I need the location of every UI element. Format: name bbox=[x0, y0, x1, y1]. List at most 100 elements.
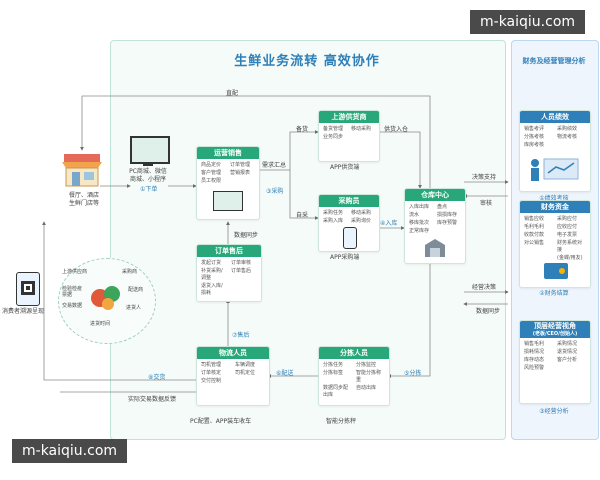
item: 分拣考核 bbox=[524, 134, 545, 140]
item: 采购情况 bbox=[557, 341, 578, 347]
pc-label-line: PC商城、微信 bbox=[129, 168, 167, 175]
pc-label: PC商城、微信 商城、小程序 bbox=[118, 168, 178, 184]
item: 财务系统对接 bbox=[557, 240, 583, 253]
item: 正常库存 bbox=[409, 228, 430, 234]
delivery-step: ⑥配送 bbox=[276, 370, 294, 377]
item: 营销报表 bbox=[230, 170, 251, 176]
item: 采购任务 bbox=[323, 210, 344, 216]
order-step: ①下单 bbox=[140, 186, 158, 193]
footer-management: ③经营分析 bbox=[539, 408, 569, 415]
item: 移动采购 bbox=[351, 126, 372, 132]
footer-performance: ①绩效考核 bbox=[539, 195, 569, 202]
item: 库存动态 bbox=[524, 357, 545, 363]
deal-step: ⑧交货 bbox=[148, 374, 166, 381]
pc-label-line: 商城、小程序 bbox=[129, 176, 166, 183]
item: 订单审核 bbox=[231, 260, 252, 266]
supplier-caption: APP供货端 bbox=[330, 164, 360, 171]
feedback-label: 实际交易数据反馈 bbox=[128, 396, 177, 403]
item: 员工权限 bbox=[201, 178, 222, 184]
demand-label: 需求汇总 bbox=[262, 162, 287, 169]
item: 库存预警 bbox=[437, 220, 458, 226]
footer-finance: ②财务结算 bbox=[539, 290, 569, 297]
card-items: 商品定价 订单管理 客户管理 营销报表 员工权限 bbox=[197, 159, 259, 188]
sort-step: ⑤分拣 bbox=[404, 370, 422, 377]
item: 采购应付 bbox=[557, 216, 578, 222]
circle-left: 检验检疫 票据 bbox=[62, 286, 82, 298]
item: 自动出库 bbox=[356, 385, 377, 391]
card-sorter: 分拣人员 分拣任务 分拣监控 分拣标签 智能分拣称重 数据同步配出库 自动出库 bbox=[318, 346, 390, 406]
item: 退货情况 bbox=[557, 349, 578, 355]
monitor-stand bbox=[143, 162, 153, 166]
circle-right2: 配送商 bbox=[128, 287, 144, 293]
item: 客户分析 bbox=[557, 357, 578, 363]
circle-left2: 交易数据 bbox=[62, 303, 83, 309]
card-title: 分拣人员 bbox=[319, 347, 389, 359]
watermark-bottom: m-kaiqiu.com bbox=[12, 439, 128, 463]
item: 入库出库 bbox=[409, 204, 430, 210]
item: 收款付款 bbox=[524, 232, 545, 238]
item: 采购绩效 bbox=[557, 126, 578, 132]
person-chart-icon bbox=[531, 158, 579, 181]
card-items: 销售应收 采购应付 毛利毛利 应收应付 收款付款 电子发票 对公销售 财务系统对… bbox=[520, 213, 590, 265]
item: 分拣监控 bbox=[356, 362, 377, 368]
item: 销售毛利 bbox=[524, 341, 545, 347]
card-management: 顶层经营视角 (老板/CEO/创始人) 销售毛利 采购情况 损耗情况 退货情况 … bbox=[519, 320, 591, 404]
item: 销售考评 bbox=[524, 126, 545, 132]
item: 商品定价 bbox=[201, 162, 222, 168]
pc-app-label: PC配置、APP装车收车 bbox=[190, 418, 252, 425]
produce-icon bbox=[91, 286, 120, 310]
item: 库房考核 bbox=[524, 142, 545, 148]
card-title: 仓库中心 bbox=[405, 189, 465, 201]
stock-label: 备货 bbox=[296, 126, 309, 133]
card-items: 采购任务 移动采购 采购入库 采购询价 bbox=[319, 207, 379, 228]
decision-label: 决策支持 bbox=[472, 174, 497, 181]
direct-label: 直配 bbox=[226, 90, 239, 97]
card-items: 分拣任务 分拣监控 分拣标签 智能分拣称重 数据同步配出库 自动出库 bbox=[319, 359, 389, 402]
item: (金蝶/用友) bbox=[557, 255, 583, 261]
item: 移库批次 bbox=[409, 220, 430, 226]
card-title: 上游供货商 bbox=[319, 111, 379, 123]
item: 采购询价 bbox=[351, 218, 372, 224]
store-label-line: 餐厅、酒店 bbox=[68, 192, 99, 199]
item: 交付控制 bbox=[201, 378, 222, 384]
item: 业务同步 bbox=[323, 134, 344, 140]
card-title-text: 顶层经营视角 bbox=[534, 322, 576, 330]
circle-right1: 采购商 bbox=[122, 269, 138, 275]
item: 移动采购 bbox=[351, 210, 372, 216]
side-title: 财务及经营管理分析 bbox=[522, 57, 586, 65]
item: 智能分拣称重 bbox=[356, 370, 382, 383]
store-icon bbox=[62, 154, 102, 187]
item: 销售应收 bbox=[524, 216, 545, 222]
circle-left-line: 票据 bbox=[62, 292, 73, 298]
item: 订单核定 bbox=[201, 370, 222, 376]
card-title: 运营销售 bbox=[197, 147, 259, 159]
circle-right3: 进货人 bbox=[126, 305, 142, 311]
item: 盘点 bbox=[437, 204, 448, 210]
card-items: 发起订货 订单审核 补货采购/调整 订单售后 退货入库/损耗 bbox=[197, 257, 261, 300]
circle-top: 上游供应商 bbox=[62, 269, 88, 275]
item: 应收应付 bbox=[557, 224, 578, 230]
item: 客户管理 bbox=[201, 170, 222, 176]
card-warehouse: 仓库中心 入库出库 盘点 流水 损损库存 移库批次 库存预警 正常库存 bbox=[404, 188, 466, 264]
item: 分拣标签 bbox=[323, 370, 344, 376]
item: 毛利毛利 bbox=[524, 224, 545, 230]
self-buy-label: 自采 bbox=[296, 212, 309, 219]
card-ops: 运营销售 商品定价 订单管理 客户管理 营销报表 员工权限 bbox=[196, 146, 260, 220]
purchase-phone-icon bbox=[343, 227, 357, 249]
store-label-line: 生鲜门店等 bbox=[68, 200, 99, 207]
card-after-sales: 订单售后 发起订货 订单审核 补货采购/调整 订单售后 退货入库/损耗 bbox=[196, 244, 262, 302]
data-sync-label: 数据同步 bbox=[234, 232, 259, 239]
item: 对公销售 bbox=[524, 240, 545, 246]
item: 司机定位 bbox=[235, 370, 256, 376]
card-items: 司机管理 车辆调度 订单核定 司机定位 交付控制 bbox=[197, 359, 269, 388]
item: 发起订货 bbox=[201, 260, 222, 266]
consumer-label: 消费者溯源呈现 bbox=[2, 308, 45, 315]
business-decision-label: 经营决策 bbox=[472, 284, 497, 291]
card-title: 财务资金 bbox=[520, 201, 590, 213]
item: 流水 bbox=[409, 212, 420, 218]
card-finance: 财务资金 销售应收 采购应付 毛利毛利 应收应付 收款付款 电子发票 对公销售 … bbox=[519, 200, 591, 288]
card-items: 销售考评 采购绩效 分拣考核 物流考核 库房考核 bbox=[520, 123, 590, 152]
page-title: 生鲜业务流转 高效协作 bbox=[234, 54, 380, 69]
item: 风险预警 bbox=[524, 365, 545, 371]
